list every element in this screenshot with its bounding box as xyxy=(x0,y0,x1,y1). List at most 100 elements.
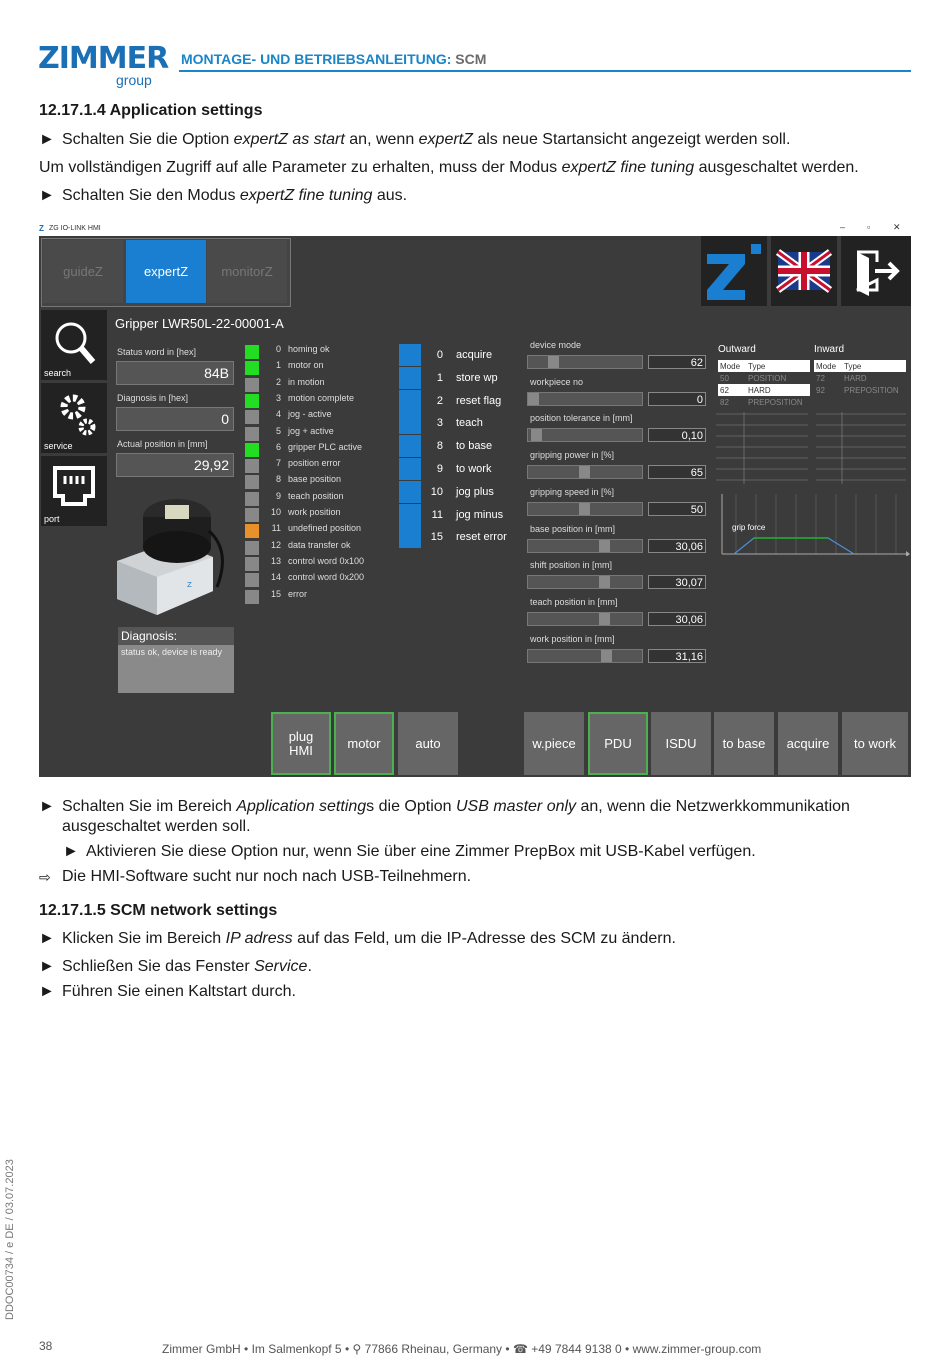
outward-title: Outward xyxy=(718,344,756,355)
slider-thumb[interactable] xyxy=(601,649,612,662)
uk-flag-icon[interactable] xyxy=(771,236,837,306)
outward-row-selected[interactable]: 62 HARD xyxy=(718,384,810,396)
to-base-button[interactable]: to base xyxy=(714,712,774,775)
motor-button[interactable]: motor xyxy=(334,712,394,775)
control-bit-label: teach xyxy=(456,417,483,430)
parameter-slider[interactable] xyxy=(527,538,643,553)
control-bit-toggle[interactable] xyxy=(399,435,421,458)
maximize-icon[interactable]: ▫ xyxy=(867,222,871,232)
parameter-slider[interactable] xyxy=(527,465,643,480)
auto-button[interactable]: auto xyxy=(398,712,458,775)
parameter-value-input[interactable]: 30,06 xyxy=(648,538,706,553)
status-bit-number: 6 xyxy=(275,441,281,452)
side-port-button[interactable]: port xyxy=(41,456,107,526)
acquire-button[interactable]: acquire xyxy=(778,712,838,775)
gripper-image: Z xyxy=(113,491,233,621)
parameter-value-input[interactable]: 62 xyxy=(648,355,706,369)
document-id-vertical: DDOC00734 / e DE / 03.07.2023 xyxy=(4,1159,16,1320)
slider-thumb[interactable] xyxy=(528,392,539,405)
control-bit-toggle[interactable] xyxy=(399,389,421,412)
control-bit-number: 10 xyxy=(430,485,443,498)
pdu-button[interactable]: PDU xyxy=(588,712,648,775)
minimize-icon[interactable]: – xyxy=(840,222,846,232)
inward-row[interactable]: 72 HARD xyxy=(816,374,867,383)
control-bit-toggle[interactable] xyxy=(399,526,421,549)
control-bit-toggle[interactable] xyxy=(399,366,421,389)
tab-monitorz[interactable]: monitorZ xyxy=(207,240,287,303)
slider-thumb[interactable] xyxy=(548,356,559,368)
control-bit-toggle[interactable] xyxy=(399,344,421,366)
slider-thumb[interactable] xyxy=(579,502,590,515)
status-bit-indicator xyxy=(245,393,259,408)
parameter-value-input[interactable]: 0,10 xyxy=(648,428,706,443)
inward-title: Inward xyxy=(814,344,845,355)
inward-row[interactable]: 92 PREPOSITION xyxy=(816,386,899,395)
slider-thumb[interactable] xyxy=(531,429,542,442)
parameter-value-input[interactable]: 65 xyxy=(648,465,706,480)
website-link[interactable]: www.zimmer-group.com xyxy=(632,1342,762,1356)
tab-guidez[interactable]: guideZ xyxy=(43,240,123,303)
control-bit-row[interactable]: 1 store wp xyxy=(399,366,519,389)
control-bit-number: 1 xyxy=(436,371,443,384)
control-bit-label: store wp xyxy=(456,371,498,384)
instruction-text: Schalten Sie die Option expertZ as start… xyxy=(62,131,791,148)
parameter-slider[interactable] xyxy=(527,575,643,590)
parameter-slider[interactable] xyxy=(527,391,643,406)
sub-instruction-text: Aktivieren Sie diese Option nur, wenn Si… xyxy=(86,843,756,860)
parameter-slider[interactable] xyxy=(527,428,643,443)
inward-header: Mode Type xyxy=(814,360,906,372)
parameter-value-input[interactable]: 31,16 xyxy=(648,648,706,663)
tab-expertz[interactable]: expertZ xyxy=(126,240,206,303)
parameter-label: workpiece no xyxy=(530,376,584,387)
slider-thumb[interactable] xyxy=(599,576,610,589)
slider-thumb[interactable] xyxy=(599,539,610,552)
control-bit-toggle[interactable] xyxy=(399,480,421,503)
control-bit-toggle[interactable] xyxy=(399,503,421,526)
logout-icon[interactable] xyxy=(841,236,911,306)
side-search-button[interactable]: search xyxy=(41,310,107,380)
status-bit-label: base position xyxy=(288,474,342,485)
parameter-slider[interactable] xyxy=(527,611,643,626)
parameter-value-input[interactable]: 50 xyxy=(648,501,706,516)
control-bit-label: acquire xyxy=(456,349,493,361)
control-bit-number: 11 xyxy=(431,508,443,521)
parameter-slider[interactable] xyxy=(527,501,643,516)
slider-thumb[interactable] xyxy=(599,612,610,625)
status-bit-number: 12 xyxy=(270,539,281,550)
section-heading-application-settings: 12.17.1.4 Application settings xyxy=(39,102,263,119)
control-bit-toggle[interactable] xyxy=(399,412,421,435)
diagnosis-hex-label: Diagnosis in [hex] xyxy=(117,393,189,403)
parameter-slider[interactable] xyxy=(527,355,643,369)
outward-row[interactable]: 50 POSITION xyxy=(720,374,787,383)
hmi-screen: guideZ expertZ monitorZ search xyxy=(39,236,911,777)
status-bit-number: 14 xyxy=(270,572,281,583)
parameter-value-input[interactable]: 0 xyxy=(648,391,706,406)
control-bit-toggle[interactable] xyxy=(399,458,421,480)
grip-force-chart: grip force xyxy=(720,494,910,557)
plug-hmi-button[interactable]: plug HMI xyxy=(271,712,331,775)
outward-row[interactable]: 82 PREPOSITION xyxy=(720,398,803,407)
parameter-value-input[interactable]: 30,07 xyxy=(648,575,706,590)
slider-thumb[interactable] xyxy=(579,466,590,479)
to-work-button[interactable]: to work xyxy=(842,712,908,775)
side-service-button[interactable]: service xyxy=(41,383,107,453)
workpiece-button[interactable]: w.piece xyxy=(524,712,584,775)
parameter-slider[interactable] xyxy=(527,648,643,663)
status-bit-indicator xyxy=(245,491,259,506)
parameter-value-input[interactable]: 30,06 xyxy=(648,611,706,626)
instruction-bullet: ► Klicken Sie im Bereich IP adress auf d… xyxy=(39,929,919,949)
status-word-value: 84B xyxy=(116,361,234,385)
close-icon[interactable]: ✕ xyxy=(893,222,901,232)
isdu-button[interactable]: ISDU xyxy=(651,712,711,775)
